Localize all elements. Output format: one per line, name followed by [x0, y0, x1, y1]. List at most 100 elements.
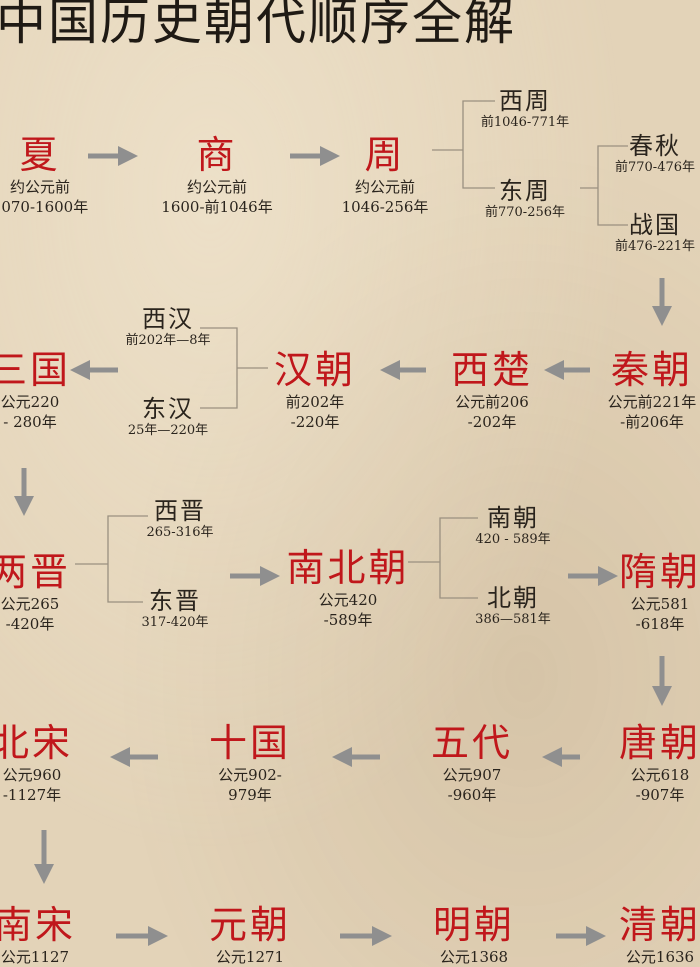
dynasty-date: 公元581 [630, 594, 690, 613]
dynasty-node-beisong: 北宋公元960 -1127年 [0, 721, 74, 805]
dynasty-date: -202年 [467, 413, 517, 432]
dynasty-date: 420 - 589年 [475, 532, 551, 548]
dynasty-date: 前1046-771年 [480, 115, 570, 131]
dynasty-date: 前770-476年 [614, 160, 696, 176]
bracket-jin [107, 515, 148, 603]
dynasty-name: 两晋 [0, 550, 72, 594]
dynasty-date: 公元前206 [455, 392, 529, 411]
dynasty-node-wudai: 五代公元907 -960年 [430, 721, 514, 805]
dynasty-date: 2070-1600年 [0, 198, 89, 217]
dynasty-date: -960年 [447, 786, 497, 805]
dynasty-date: 前202年 [285, 392, 345, 411]
dynasty-date: 1046-256年 [341, 198, 429, 217]
dynasty-name: 汉朝 [273, 348, 357, 392]
dynasty-date: 前202年—8年 [125, 333, 211, 349]
dynasty-date: 约公元前 [9, 177, 71, 196]
dynasty-name: 十国 [208, 721, 292, 765]
dynasty-node-shiguo: 十国公元902- 979年 [208, 721, 292, 805]
dynasty-node-nansong: 南宋公元1127 [0, 904, 76, 967]
dynasty-name: 春秋 [629, 132, 681, 160]
dynasty-node-yuan: 元朝公元1271 [208, 903, 292, 967]
dynasty-date: 约公元前 [354, 177, 415, 196]
dynasty-name: 明朝 [432, 903, 516, 947]
dynasty-name: 秦朝 [610, 348, 694, 392]
dynasty-date: -1127年 [2, 786, 62, 805]
dynasty-node-xia: 夏约公元前 2070-1600年 [0, 133, 89, 217]
dynasty-date: 317-420年 [141, 615, 209, 631]
dynasty-name: 三国 [0, 348, 72, 392]
dynasty-name: 西楚 [450, 348, 534, 392]
dynasty-date: -220年 [290, 413, 340, 432]
dynasty-node-ming: 明朝公元1368 [432, 903, 516, 967]
dynasty-date: 公元618 [630, 765, 690, 784]
dynasty-name: 西汉 [142, 305, 194, 333]
dynasty-name: 周 [364, 133, 406, 177]
dynasty-node-chunqiu: 春秋前770-476年 [615, 133, 695, 177]
dynasty-name: 夏 [19, 133, 61, 177]
dynasty-date: 公元1127 [0, 947, 70, 966]
dynasty-date: 公元265 [0, 594, 60, 613]
dynasty-node-liangjin: 两晋公元265 -420年 [0, 550, 72, 634]
bracket-nanbei [439, 517, 478, 599]
dynasty-date: 前770-256年 [484, 205, 566, 221]
dynasty-name: 五代 [430, 721, 514, 765]
dynasty-date: 公元220 [0, 392, 60, 411]
dynasty-name: 南朝 [486, 504, 539, 532]
dynasty-date: 265-316年 [146, 525, 214, 541]
dynasty-node-shang: 商约公元前 1600-前1046年 [161, 133, 273, 217]
dynasty-name: 西晋 [154, 497, 206, 525]
dynasty-name: 清朝 [618, 903, 700, 947]
dynasty-node-han: 汉朝前202年 -220年 [273, 348, 357, 432]
dynasty-date: 公元960 [2, 765, 62, 784]
dynasty-node-zhou: 周约公元前 1046-256年 [341, 133, 429, 217]
dynasty-name: 东周 [499, 177, 551, 205]
dynasty-date: -前206年 [620, 413, 684, 432]
dynasty-name: 商 [196, 133, 238, 177]
dynasty-date: -589年 [323, 611, 373, 630]
dynasty-node-dongzhou: 东周前770-256年 [485, 178, 565, 222]
dynasty-name: 隋朝 [618, 550, 700, 594]
dynasty-date: -420年 [5, 615, 55, 634]
dynasty-name: 南北朝 [286, 546, 410, 590]
dynasty-node-sui: 隋朝公元581-618年 [618, 550, 700, 634]
dynasty-name: 战国 [629, 211, 681, 239]
dynasty-date: -907年 [635, 786, 685, 805]
dynasty-name: 唐朝 [618, 721, 700, 765]
dynasty-date: 公元907 [442, 765, 502, 784]
dynasty-date: 公元420 [318, 590, 378, 609]
dynasty-node-nanbeichao: 南北朝公元420 -589年 [286, 546, 410, 630]
dynasty-date: 979年 [228, 786, 272, 805]
dynasty-node-xizhou: 西周前1046-771年 [481, 88, 569, 132]
dynasty-node-zhanguo: 战国前476-221年 [615, 212, 695, 256]
dynasty-node-xihan: 西汉前202年—8年 [125, 306, 210, 350]
bracket-dongzhou [597, 145, 628, 226]
dynasty-date: - 280年 [3, 413, 57, 432]
dynasty-node-sanguo: 三国公元220 - 280年 [0, 348, 72, 432]
dynasty-name: 西周 [498, 87, 551, 115]
dynasty-node-tang: 唐朝公元618 -907年 [618, 721, 700, 805]
dynasty-date: 公元902- [218, 765, 282, 784]
dynasty-date: 公元1368 [439, 947, 509, 966]
dynasty-date: 386—581年 [475, 612, 551, 628]
dynasty-date: 公元前221年 [607, 392, 697, 411]
dynasty-date: 公元1636 [625, 947, 695, 966]
page-title: 中国历史朝代顺序全解 [0, 0, 516, 51]
dynasty-date: 约公元前 [186, 177, 248, 196]
dynasty-date: 公元1271 [215, 947, 285, 966]
dynasty-node-qin: 秦朝公元前221年 -前206年 [607, 348, 697, 432]
dynasty-name: 北朝 [486, 584, 539, 612]
dynasty-name: 东晋 [149, 587, 201, 615]
dynasty-node-xichu: 西楚公元前206 -202年 [450, 348, 534, 432]
dynasty-date: 前476-221年 [614, 239, 696, 255]
dynasty-name: 元朝 [208, 903, 292, 947]
dynasty-date: 1600-前1046年 [161, 198, 273, 217]
dynasty-date: 25年—220年 [127, 423, 209, 439]
dynasty-node-qing: 清朝公元1636 [618, 903, 700, 967]
dynasty-name: 北宋 [0, 721, 74, 765]
